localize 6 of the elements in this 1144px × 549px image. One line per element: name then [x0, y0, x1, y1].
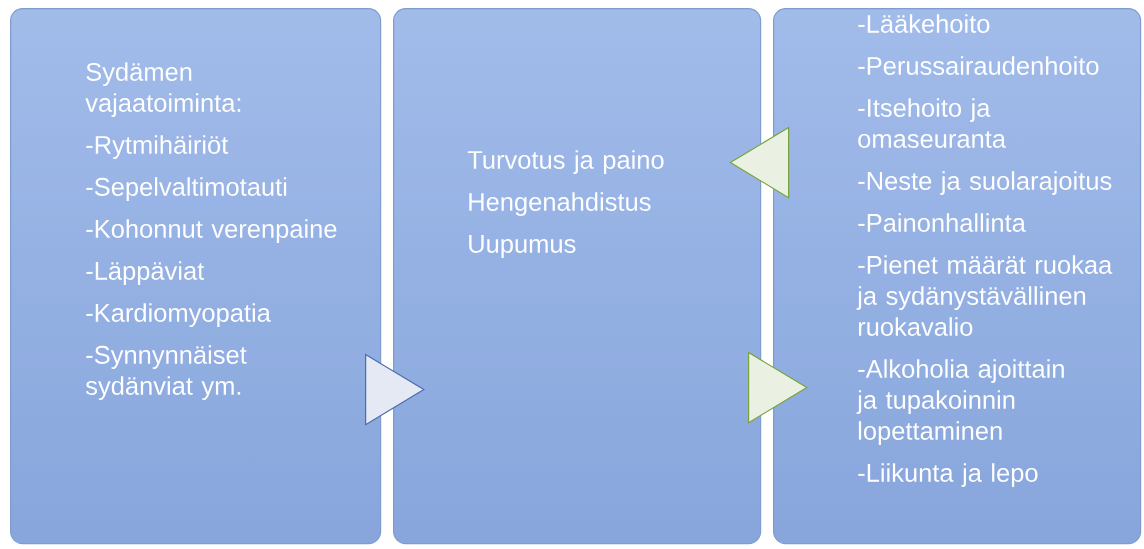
process-box: Sydämen vajaatoiminta: -Rytmihäiriöt -Sepelvaltimotauti -Kohonnut verenpaine -Läppäviat -Kardiomyopatia -Synnynnäiset sydänviat ym.: [10, 8, 382, 545]
arrow: [747, 351, 808, 424]
process-box: -Lääkehoito -Perussairaudenhoito -Itsehoito ja omaseuranta -Neste ja suolarajoitus -Painonhallinta -Pienet määrät ruokaa ja sydänystävällinen ruokavalio -Alkoholia ajoittain ja tupakoinnin lopettaminen -Liikunta ja lepo: [773, 8, 1142, 545]
process-box: Turvotus ja paino Hengenahdistus Uupumus: [393, 8, 762, 545]
arrow: [729, 126, 790, 199]
arrow: [364, 353, 425, 426]
